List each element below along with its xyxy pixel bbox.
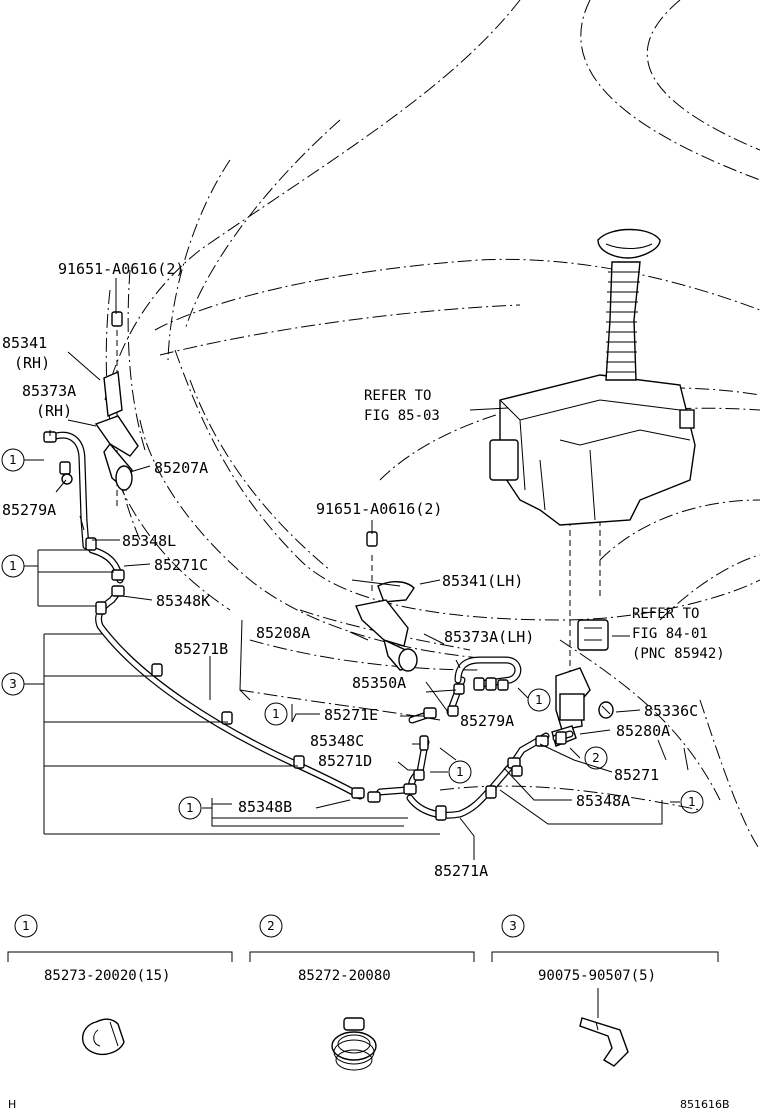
refer-fig-84-01-line3: (PNC 85942) <box>632 646 725 662</box>
legend-item-1: 1 85273-20020(15) <box>7 914 233 1056</box>
label-85348k: 85348K <box>156 592 210 610</box>
headlamp-washer-rh <box>94 311 139 492</box>
svg-text:1: 1 <box>22 919 30 933</box>
svg-text:1: 1 <box>688 795 696 809</box>
label-91651-top: 91651-A0616(2) <box>58 260 184 278</box>
svg-text:1: 1 <box>186 801 194 815</box>
label-85348a: 85348A <box>576 792 630 810</box>
label-85341-lh: 85341(LH) <box>442 572 523 590</box>
label-85271: 85271 <box>614 766 659 784</box>
label-85341-rh: 85341 <box>2 334 47 352</box>
hose-clips <box>43 431 567 821</box>
label-85279a-left: 85279A <box>2 501 56 519</box>
callout-1-e: 1 <box>178 796 202 820</box>
label-85341-rh-side: (RH) <box>14 354 50 372</box>
label-85348c: 85348C <box>310 732 364 750</box>
callout-circles: 1 1 3 1 1 1 1 2 1 <box>1 448 704 820</box>
leader-lines <box>24 278 689 860</box>
svg-text:2: 2 <box>267 919 275 933</box>
label-85271e: 85271E <box>324 706 378 724</box>
svg-text:3: 3 <box>9 677 17 691</box>
label-85336c: 85336C <box>644 702 698 720</box>
callout-2-a: 2 <box>584 746 608 770</box>
label-85373a-rh-side: (RH) <box>36 402 72 420</box>
svg-text:1: 1 <box>456 765 464 779</box>
footer-mark: H <box>8 1098 16 1111</box>
svg-text:2: 2 <box>592 751 600 765</box>
legend-item-3: 3 90075-90507(5) <box>491 914 719 1067</box>
refer-fig-85-03-line1: REFER TO <box>364 388 431 404</box>
refer-fig-84-01-line2: FIG 84-01 <box>632 626 708 642</box>
figure-code: 851616B <box>680 1098 730 1111</box>
label-85279a-right: 85279A <box>460 712 514 730</box>
callout-1-g: 1 <box>680 790 704 814</box>
svg-text:1: 1 <box>9 559 17 573</box>
legend-part-3: 90075-90507(5) <box>538 968 656 984</box>
footer: H 851616B <box>8 1098 730 1111</box>
legend-part-2: 85272-20080 <box>298 968 391 984</box>
callout-1-b: 1 <box>1 554 25 578</box>
callout-1-f: 1 <box>527 688 551 712</box>
legend-part-1: 85273-20020(15) <box>44 968 170 984</box>
washer-tank <box>489 228 696 651</box>
callout-1-a: 1 <box>1 448 25 472</box>
part-labels: 91651-A0616(2) 85341 (RH) 85373A (RH) 85… <box>2 260 725 880</box>
svg-text:1: 1 <box>9 453 17 467</box>
label-85208a: 85208A <box>256 624 310 642</box>
refer-fig-84-01-line1: REFER TO <box>632 606 699 622</box>
callout-1-c: 1 <box>264 702 288 726</box>
label-85280a: 85280A <box>616 722 670 740</box>
svg-text:1: 1 <box>535 693 543 707</box>
spring-clamp-icon <box>331 1017 377 1071</box>
label-85350a: 85350A <box>352 674 406 692</box>
legend: 1 85273-20020(15) 2 85272-20080 <box>7 914 719 1071</box>
svg-text:3: 3 <box>509 919 517 933</box>
headlamp-washer-lh <box>355 531 418 672</box>
label-85271d: 85271D <box>318 752 372 770</box>
label-85271a: 85271A <box>434 862 488 880</box>
label-85373a-lh: 85373A(LH) <box>444 628 534 646</box>
legend-item-2: 2 85272-20080 <box>249 914 475 1071</box>
label-91651-mid: 91651-A0616(2) <box>316 500 442 518</box>
callout-3-a: 3 <box>1 672 25 696</box>
label-85207a: 85207A <box>154 459 208 477</box>
label-85348b: 85348B <box>238 798 292 816</box>
label-85348l: 85348L <box>122 532 176 550</box>
label-85271b: 85271B <box>174 640 228 658</box>
callout-1-d: 1 <box>448 760 472 784</box>
svg-text:1: 1 <box>272 707 280 721</box>
retainer-clip-icon <box>579 988 629 1067</box>
label-85271c: 85271C <box>154 556 208 574</box>
hose-clip-icon <box>82 1018 125 1056</box>
label-85373a-rh: 85373A <box>22 382 76 400</box>
refer-fig-85-03-line2: FIG 85-03 <box>364 408 440 424</box>
